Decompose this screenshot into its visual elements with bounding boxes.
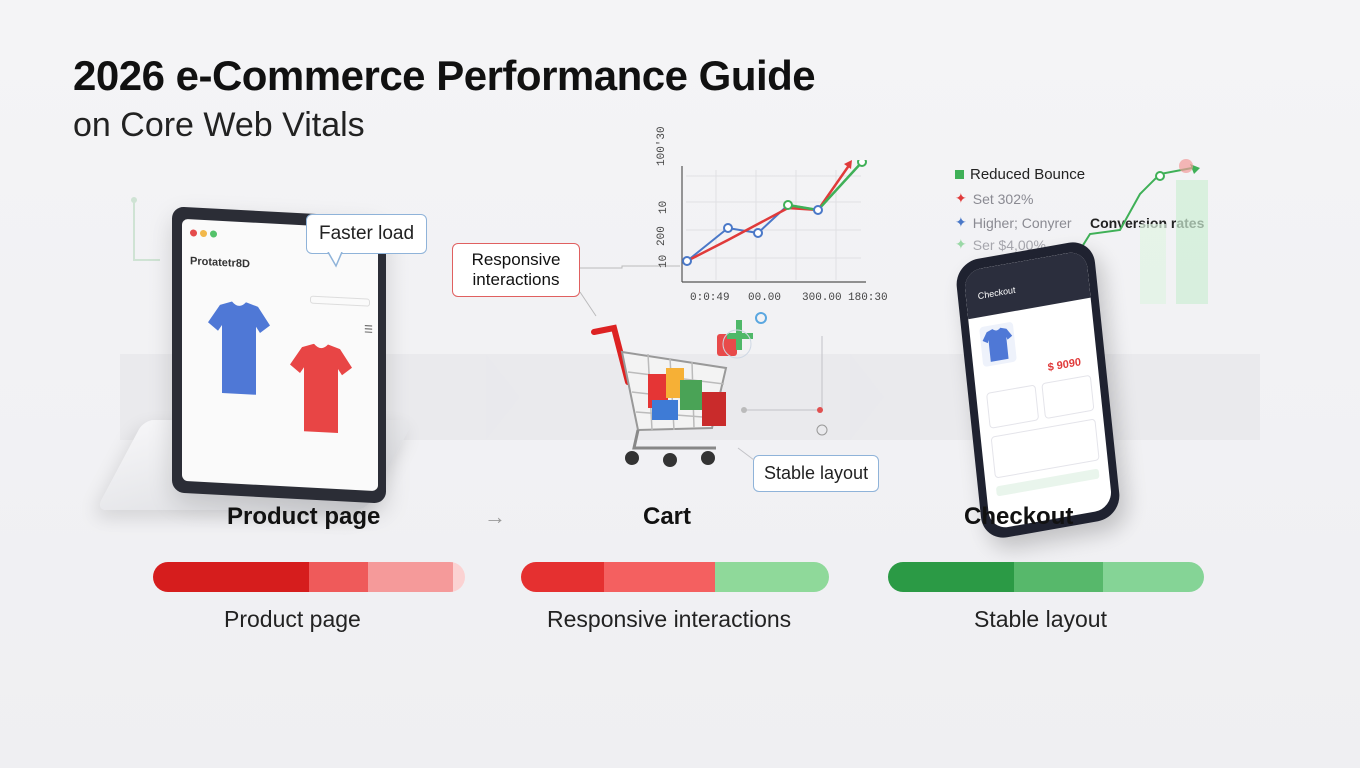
point-1: [682, 256, 692, 266]
smartphone: Checkout $ 9090: [954, 238, 1122, 542]
bar-segment-3: [715, 562, 829, 592]
bar-label-stable-layout: Stable layout: [974, 606, 1107, 632]
performance-line-chart: [681, 160, 867, 283]
shipping-card[interactable]: [990, 418, 1100, 479]
callout-responsive-interactions: Responsive interactions: [452, 243, 580, 297]
bar-segment-2: [1014, 562, 1103, 592]
circuit-decoration: [131, 197, 160, 261]
stage-label-product-page: Product page: [227, 503, 381, 530]
arrow-right-icon: →: [484, 504, 506, 529]
page-title: 2026 e-Commerce Performance Guide: [73, 52, 816, 99]
point-3: [753, 228, 763, 238]
bar-segment-1: [153, 562, 309, 592]
bar-segment-2: [604, 562, 716, 592]
checkout-price: $ 9090: [1047, 356, 1082, 374]
score-bar-product-page: [153, 562, 465, 592]
flow-chevron-2: [850, 354, 884, 440]
site-name: Protatetr8D: [190, 255, 250, 271]
y-tick-2: 10: [658, 200, 670, 214]
window-min-dot: [200, 229, 207, 238]
red-diamond-icon: ✦: [955, 190, 967, 206]
x-tick-3: 300.00: [802, 292, 842, 304]
window-max-dot: [210, 230, 217, 238]
payment-option-2[interactable]: [1041, 374, 1095, 420]
stage-label-checkout: Checkout: [964, 503, 1074, 530]
legend-higher-conversion: ✦ Higher; Conyrer: [955, 214, 1072, 231]
green-diamond-icon: ✦: [955, 236, 967, 252]
checkout-header: Checkout: [963, 249, 1091, 320]
legend-set-302: ✦ Set 302%: [955, 190, 1034, 207]
bar-label-product-page: Product page: [224, 606, 361, 632]
point-4: [783, 200, 793, 210]
y-tick-1: 100'30: [656, 126, 668, 166]
y-tick-4: 10: [658, 254, 670, 268]
update-icon: [717, 312, 767, 359]
red-tshirt-icon: [290, 343, 352, 434]
green-square-icon: [955, 170, 964, 179]
stage-label-cart: Cart: [643, 503, 692, 530]
bar-segment-1: [521, 562, 605, 592]
page-subtitle: on Core Web Vitals: [73, 106, 365, 144]
trend-arrow-icon: [844, 160, 852, 169]
point-6: [857, 160, 867, 167]
payment-option-1[interactable]: [986, 384, 1040, 429]
menu-icon[interactable]: ☰: [364, 324, 373, 336]
callout-faster-load: Faster load: [306, 214, 428, 254]
blue-diamond-icon: ✦: [955, 214, 967, 230]
checkout-screen: Checkout $ 9090: [963, 249, 1113, 531]
product-thumbnail: [979, 321, 1017, 368]
conversion-rates-label: Conversion rates: [1090, 215, 1205, 231]
legend-reduced-bounce: Reduced Bounce: [955, 166, 1085, 183]
x-tick-4: 180:30: [848, 292, 888, 304]
legend-set-4000: ✦ Ser $4,00%: [955, 236, 1046, 253]
score-bar-stable-layout: [888, 562, 1204, 592]
connector-line: [580, 265, 680, 317]
layout-connector: [737, 336, 828, 461]
search-bar[interactable]: [310, 295, 370, 307]
laptop-product-page: Protatetr8D ☰: [182, 218, 378, 492]
bar-label-responsive-interactions: Responsive interactions: [547, 606, 792, 632]
callout-stable-layout: Stable layout: [753, 455, 880, 492]
bar-segment-3: [1102, 562, 1204, 592]
shopping-cart-icon: [591, 324, 728, 467]
point-2: [723, 223, 733, 233]
y-tick-3: 200: [656, 226, 668, 246]
x-tick-1: 0:0:49: [690, 292, 730, 304]
flow-chevron-1: [486, 354, 520, 440]
callout-pointer: [327, 252, 343, 268]
bar-segment-3: [368, 562, 453, 592]
x-tick-2: 00.00: [748, 292, 782, 304]
series-green-line: [787, 161, 863, 212]
bar-segment-4: [452, 562, 465, 592]
bar-segment-2: [309, 562, 369, 592]
bar-segment-1: [888, 562, 1015, 592]
score-bar-responsive-interactions: [521, 562, 829, 592]
series-red-line: [686, 163, 852, 263]
window-close-dot: [190, 229, 197, 237]
blue-tshirt-icon: [208, 301, 270, 395]
point-5: [813, 205, 823, 215]
